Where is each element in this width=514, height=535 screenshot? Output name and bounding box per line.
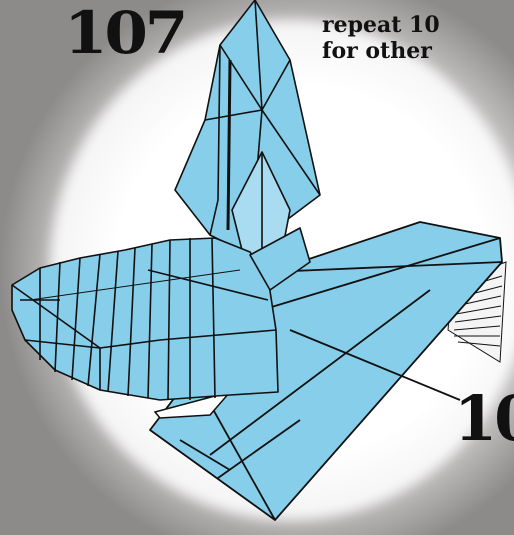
step-number: 107 xyxy=(64,4,185,62)
instruction-line-2: for other xyxy=(322,38,440,64)
next-step-number: 10 xyxy=(454,388,514,450)
instruction-line-1: repeat 10 xyxy=(322,12,440,38)
instruction-text: repeat 10 for other xyxy=(322,12,440,64)
